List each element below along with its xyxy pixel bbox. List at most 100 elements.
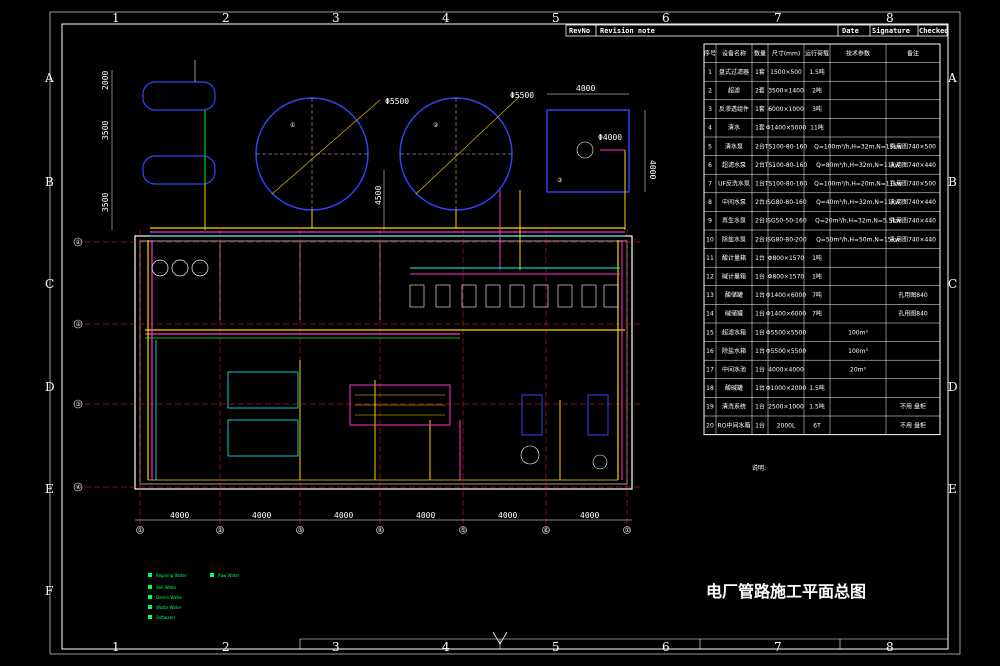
dimension-label: 4000 <box>252 511 271 520</box>
axis-bubbles-bottom: ① ② ③ ④ ⑤ ⑥ ⑦ <box>136 526 631 534</box>
notes-label: 说明: <box>752 464 766 472</box>
table-cell: ISG80-80-160 <box>765 199 806 206</box>
row-label: D <box>45 380 55 394</box>
table-cell: 1吨 <box>812 273 822 281</box>
table-cell: 7吨 <box>812 310 822 318</box>
dimension-label: 4000 <box>648 160 657 179</box>
legend-label: Waste Water <box>156 605 182 610</box>
dimension-label: 3500 <box>101 193 110 212</box>
table-cell: Φ800×1570 <box>768 274 805 281</box>
table-cell: 1台 <box>755 403 765 411</box>
axis-bubble: ④ <box>76 484 81 491</box>
table-cell: 中间水泵 <box>722 198 746 206</box>
col-label: 4 <box>442 11 450 25</box>
col-label: 2 <box>222 640 230 654</box>
dimension-label: 4000 <box>334 511 353 520</box>
table-header-cell: 数量 <box>754 49 766 57</box>
legend-label: Demin Water <box>156 595 183 600</box>
table-cell: 1台 <box>755 254 765 262</box>
table-cell: Φ1400×6000 <box>766 292 806 299</box>
table-header-cell: 尺寸(mm) <box>772 49 800 57</box>
table-cell: Φ800×1570 <box>768 255 805 262</box>
table-cell: 中间水池 <box>722 366 746 374</box>
date-label: Date <box>842 27 859 35</box>
legend-label: Softwater <box>156 615 176 620</box>
table-header-cell: 技术参数 <box>846 49 870 57</box>
table-cell: 1.5吨 <box>809 68 825 76</box>
table-cell: 2000L <box>777 422 796 429</box>
table-cell: 1台 <box>755 291 765 299</box>
dimension-label: 4000 <box>576 84 595 93</box>
dimension-label: 4000 <box>416 511 435 520</box>
table-cell: 100m³ <box>848 329 868 336</box>
table-cell: 100m³ <box>848 348 868 355</box>
table-cell: TS100-80-160 <box>764 181 808 188</box>
axis-bubble: ⑦ <box>625 527 631 534</box>
dimension-label: Φ5500 <box>385 97 409 106</box>
filter-skids <box>151 259 609 470</box>
table-cell: 6 <box>708 162 712 169</box>
col-label: 5 <box>552 640 560 654</box>
row-label: A <box>44 71 54 85</box>
axis-bubble: ③ <box>76 401 81 408</box>
table-cell: 清洗系统 <box>722 403 746 411</box>
column-labels-bottom: 1 2 3 4 5 6 7 8 <box>112 640 894 654</box>
table-cell: 2台 <box>755 235 765 243</box>
table-cell: 1台 <box>755 384 765 392</box>
dimension-label: Φ5500 <box>510 91 534 100</box>
table-cell: 除盐水泵 <box>722 235 746 243</box>
table-cell: Φ5500×5500 <box>766 348 806 355</box>
pump-row <box>409 267 620 308</box>
table-cell: RO中间水箱 <box>718 421 751 429</box>
table-cell: 20m³ <box>850 367 866 374</box>
col-label: 3 <box>332 11 340 25</box>
axis-bubble: ② <box>76 321 82 328</box>
table-cell: 1台 <box>755 421 765 429</box>
horizontal-tanks: 2000 3500 3500 <box>101 60 216 230</box>
table-cell: ISG50-50-160 <box>765 218 806 225</box>
table-cell: 酸计量箱 <box>722 254 746 262</box>
table-cell: 8 <box>708 199 712 206</box>
table-cell: 13 <box>706 292 714 299</box>
legend-label: Regining Water <box>156 573 187 578</box>
drawing-title: 电厂管路施工平面总图 <box>706 582 866 601</box>
col-label: 3 <box>332 640 340 654</box>
table-cell: Q=20m³/h,H=32m,N=5.5kw <box>815 218 901 225</box>
row-label: B <box>45 175 54 189</box>
table-cell: 孔用图740×440 <box>890 198 936 206</box>
title-block <box>299 631 948 649</box>
table-cell: 2500×1000 <box>768 404 804 411</box>
table-cell: Q=50m³/h,H=50m,N=15kw <box>816 236 900 243</box>
table-cell: 20 <box>706 422 714 429</box>
table-cell: Q=80m³/h,H=32m,N=11kw <box>816 162 900 169</box>
table-cell: Q=100m³/h,H=20m,N=11kw <box>814 181 902 188</box>
table-cell: 酸碱罐 <box>725 384 743 392</box>
dimension-label: 4500 <box>374 186 383 205</box>
table-cell: 清水泵 <box>725 142 743 150</box>
dimension-label: 4000 <box>498 511 517 520</box>
row-label: E <box>948 482 957 496</box>
axis-bubble: ① <box>76 239 81 246</box>
table-cell: 2台 <box>755 161 765 169</box>
col-label: 2 <box>222 11 230 25</box>
col-label: 6 <box>662 640 670 654</box>
dimension-label: Φ4000 <box>598 133 622 142</box>
col-label: 4 <box>442 640 450 654</box>
table-cell: 除盐水箱 <box>722 347 746 355</box>
axis-bubbles-left: ① ② ③ ④ <box>73 237 83 492</box>
table-cell: 1台 <box>755 347 765 355</box>
table-cell: 16 <box>706 348 714 355</box>
table-cell: 5 <box>708 143 712 150</box>
table-cell: 超滤水箱 <box>722 328 746 336</box>
table-cell: 17 <box>706 367 714 374</box>
col-label: 1 <box>112 640 120 654</box>
table-cell: 1套 <box>755 105 765 113</box>
table-cell: 6000×1000 <box>768 106 804 113</box>
col-label: 6 <box>662 11 670 25</box>
table-cell: Φ1400×6000 <box>766 311 806 318</box>
pipe-network <box>145 190 625 481</box>
row-label: C <box>948 277 957 291</box>
legend-swatch <box>148 573 152 577</box>
table-cell: Φ1000×2000 <box>766 385 806 392</box>
